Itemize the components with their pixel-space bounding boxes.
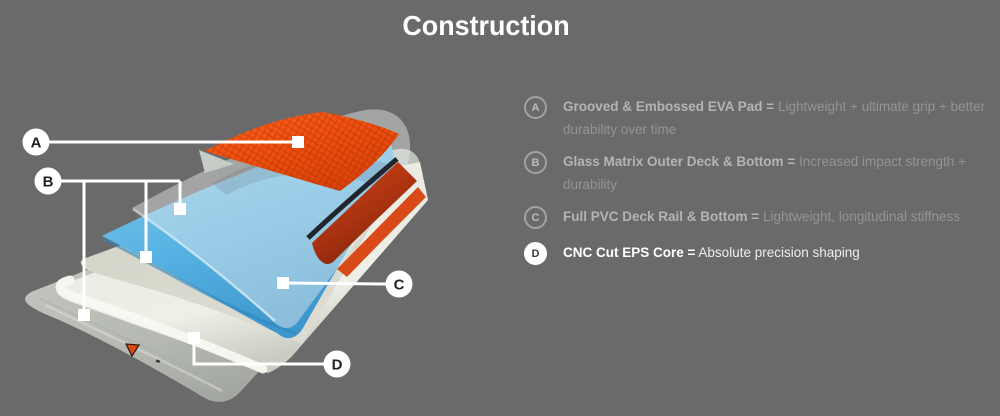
- callout-b-letter: B: [43, 174, 54, 191]
- legend-badge-b: B: [524, 151, 547, 174]
- bottom-sheet-streak: [37, 297, 231, 389]
- layer-name: CNC Cut EPS Core =: [563, 245, 696, 260]
- legend-text-c: Full PVC Deck Rail & Bottom = Lightweigh…: [563, 205, 993, 228]
- page-title: Construction: [402, 10, 570, 41]
- layer-desc: Lightweight, longitudinal stiffness: [762, 209, 961, 224]
- eps-core-edge-highlight: [55, 275, 268, 374]
- legend-item-d: D CNC Cut EPS Core = Absolute precision …: [524, 241, 993, 265]
- legend-badge-c: C: [524, 206, 547, 229]
- callout-markers: [78, 136, 304, 344]
- layer-desc: Increased impact strength + durability: [563, 154, 966, 192]
- legend-text-d: CNC Cut EPS Core = Absolute precision sh…: [563, 241, 993, 264]
- layer-name: Glass Matrix Outer Deck & Bottom =: [563, 154, 796, 169]
- legend-item-c: C Full PVC Deck Rail & Bottom = Lightwei…: [524, 205, 993, 229]
- layer-name: Full PVC Deck Rail & Bottom =: [563, 209, 760, 224]
- glass-matrix-deck-edge: [132, 207, 276, 322]
- callout-d: D: [323, 350, 351, 378]
- callout-a-letter: A: [31, 135, 42, 152]
- legend-item-a: A Grooved & Embossed EVA Pad = Lightweig…: [524, 95, 993, 141]
- deck-sheet-tip: [199, 150, 234, 173]
- callout-c: C: [385, 270, 413, 298]
- pvc-rail-edge: [103, 237, 297, 335]
- layer-desc: Lightweight + ultimate grip + better dur…: [563, 99, 986, 137]
- layer-desc: Absolute precision shaping: [698, 245, 860, 260]
- callout-b: B: [34, 167, 62, 195]
- callout-a: A: [22, 128, 50, 156]
- legend-badge-a: A: [524, 96, 547, 119]
- layer-name: Grooved & Embossed EVA Pad =: [563, 99, 775, 114]
- callout-d-letter: D: [332, 357, 343, 374]
- board-construction-diagram: A B C D: [22, 109, 429, 402]
- red-rail-strip: [312, 162, 417, 265]
- callout-c-letter: C: [394, 277, 405, 294]
- orange-rail-strip: [337, 187, 426, 277]
- callout-lines: [49, 140, 387, 366]
- brand-logo: [124, 343, 141, 358]
- legend-text-b: Glass Matrix Outer Deck & Bottom = Incre…: [563, 150, 993, 196]
- bottom-sheet-streak: [44, 303, 223, 393]
- dark-rail-strip: [306, 157, 399, 240]
- legend-badge-d: D: [524, 242, 547, 265]
- legend-item-b: B Glass Matrix Outer Deck & Bottom = Inc…: [524, 150, 993, 196]
- logo-mark: [155, 359, 161, 364]
- eva-pad-texture: [205, 112, 399, 191]
- legend-text-a: Grooved & Embossed EVA Pad = Lightweight…: [563, 95, 993, 141]
